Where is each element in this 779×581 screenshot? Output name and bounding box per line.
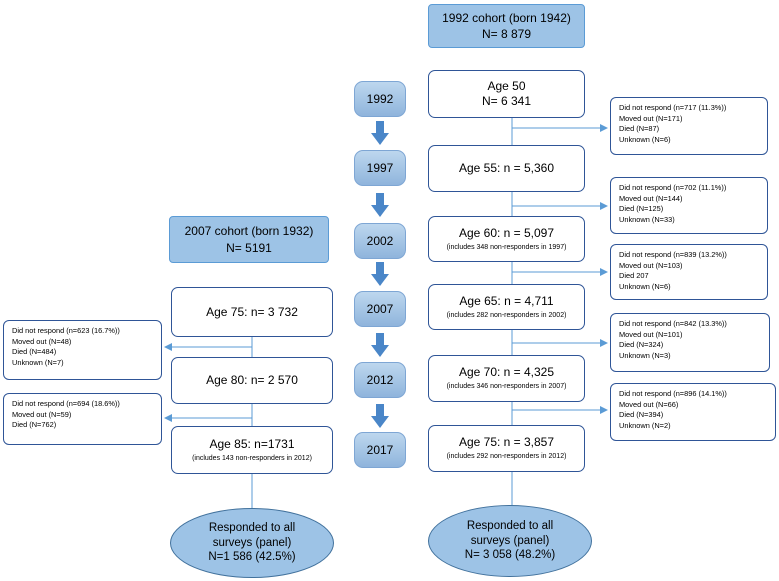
- attrition-box-2002: Did not respond (n=702 (11.1%)) Moved ou…: [610, 177, 768, 234]
- loss-moved-out: Moved out (N=103): [619, 260, 683, 270]
- cohort-2007-box: 2007 cohort (born 1932) N= 5191: [169, 216, 329, 263]
- panel-line-1: Responded to all: [208, 521, 296, 534]
- loss-died: Died (N=394): [619, 410, 664, 420]
- wave-box-2012-left: Age 80: n= 2 570: [171, 357, 333, 404]
- attrition-box-2017: Did not respond (n=896 (14.1%)) Moved ou…: [610, 383, 776, 441]
- down-arrow-icon: [371, 193, 389, 217]
- panel-line-2: surveys (panel): [470, 534, 550, 547]
- wave-note: (includes 348 non-responders in 1997): [446, 243, 567, 251]
- loss-nonresponse: Did not respond (n=702 (11.1%)): [619, 183, 727, 192]
- loss-moved-out: Moved out (N=144): [619, 193, 683, 203]
- wave-box-2017: Age 75: n = 3,857 (includes 292 non-resp…: [428, 425, 585, 472]
- cohort-1992-box: 1992 cohort (born 1942) N= 8 879: [428, 4, 585, 48]
- loss-moved-out: Moved out (N=171): [619, 113, 683, 123]
- loss-unknown: Unknown (N=6): [619, 281, 671, 291]
- year-1997: 1997: [354, 150, 406, 186]
- attrition-box-2012-left: Did not respond (n=623 (16.7%)) Moved ou…: [3, 320, 162, 380]
- loss-unknown: Unknown (N=2): [619, 420, 671, 430]
- loss-moved-out: Moved out (N=66): [619, 399, 679, 409]
- wave-box-1992: Age 50 N= 6 341: [428, 70, 585, 118]
- wave-box-2012: Age 70: n = 4,325 (includes 346 non-resp…: [428, 355, 585, 402]
- cohort-1992-title: 1992 cohort (born 1942): [442, 10, 571, 25]
- loss-died: Died (N=762): [12, 420, 57, 430]
- year-2007: 2007: [354, 291, 406, 327]
- wave-age-label: Age 55: n = 5,360: [458, 161, 555, 175]
- wave-age-label: Age 75: n = 3,857: [458, 435, 555, 450]
- down-arrow-icon: [371, 333, 389, 357]
- wave-box-2002: Age 60: n = 5,097 (includes 348 non-resp…: [428, 216, 585, 262]
- loss-died: Died (N=125): [619, 204, 664, 214]
- loss-unknown: Unknown (N=33): [619, 214, 675, 224]
- wave-note: (includes 292 non-responders in 2012): [446, 453, 567, 461]
- loss-nonresponse: Did not respond (n=842 (13.3%)): [619, 319, 727, 328]
- attrition-box-2012: Did not respond (n=842 (13.3%)) Moved ou…: [610, 313, 770, 372]
- loss-moved-out: Moved out (N=59): [12, 409, 72, 419]
- loss-died: Died (N=324): [619, 340, 664, 350]
- down-arrow-icon: [371, 121, 389, 145]
- panel-line-3: N= 3 058 (48.2%): [464, 549, 556, 562]
- wave-note: (includes 282 non-responders in 2002): [446, 311, 567, 319]
- wave-count-label: N= 6 341: [481, 94, 532, 108]
- wave-box-1997: Age 55: n = 5,360: [428, 145, 585, 192]
- panel-line-3: N=1 586 (42.5%): [208, 551, 296, 564]
- wave-age-label: Age 85: n=1731: [209, 436, 295, 451]
- panel-ellipse-left: Responded to all surveys (panel) N=1 586…: [170, 508, 334, 578]
- wave-box-2007-left: Age 75: n= 3 732: [171, 287, 333, 337]
- attrition-box-2017-left: Did not respond (n=694 (18.6%)) Moved ou…: [3, 393, 162, 445]
- wave-age-label: Age 50: [487, 79, 526, 93]
- attrition-box-2007: Did not respond (n=839 (13.2%)) Moved ou…: [610, 244, 768, 300]
- loss-died: Died 207: [619, 271, 649, 281]
- wave-box-2007: Age 65: n = 4,711 (includes 282 non-resp…: [428, 284, 585, 330]
- wave-note: (includes 143 non-responders in 2012): [192, 454, 312, 462]
- wave-age-label: Age 65: n = 4,711: [459, 293, 554, 308]
- loss-nonresponse: Did not respond (n=839 (13.2%)): [619, 250, 727, 259]
- panel-line-2: surveys (panel): [212, 536, 292, 549]
- down-arrow-icon: [371, 262, 389, 286]
- wave-age-label: Age 80: n= 2 570: [206, 373, 298, 387]
- wave-box-2017-left: Age 85: n=1731 (includes 143 non-respond…: [171, 426, 333, 474]
- year-2017: 2017: [354, 432, 406, 468]
- loss-died: Died (N=87): [619, 124, 660, 134]
- loss-nonresponse: Did not respond (n=896 (14.1%)): [619, 389, 727, 398]
- attrition-box-1997: Did not respond (n=717 (11.3%)) Moved ou…: [610, 97, 768, 155]
- loss-nonresponse: Did not respond (n=623 (16.7%)): [12, 326, 120, 335]
- wave-age-label: Age 75: n= 3 732: [206, 304, 298, 319]
- loss-unknown: Unknown (N=3): [619, 350, 671, 360]
- wave-note: (includes 346 non-responders in 2007): [446, 383, 567, 391]
- loss-moved-out: Moved out (N=48): [12, 336, 72, 346]
- cohort-2007-title: 2007 cohort (born 1932): [184, 224, 314, 239]
- wave-age-label: Age 60: n = 5,097: [458, 225, 555, 240]
- loss-nonresponse: Did not respond (n=694 (18.6%)): [12, 399, 120, 408]
- panel-line-1: Responded to all: [466, 519, 554, 532]
- loss-died: Died (N=484): [12, 347, 57, 357]
- panel-ellipse-right: Responded to all surveys (panel) N= 3 05…: [428, 505, 592, 577]
- loss-unknown: Unknown (N=6): [619, 134, 671, 144]
- cohort-2007-count: N= 5191: [226, 240, 272, 255]
- loss-nonresponse: Did not respond (n=717 (11.3%)): [619, 103, 727, 112]
- loss-unknown: Unknown (N=7): [12, 357, 64, 367]
- year-2002: 2002: [354, 223, 406, 259]
- cohort-1992-count: N= 8 879: [481, 27, 532, 41]
- loss-moved-out: Moved out (N=101): [619, 329, 683, 339]
- year-2012: 2012: [354, 362, 406, 398]
- down-arrow-icon: [371, 404, 389, 428]
- year-1992: 1992: [354, 81, 406, 117]
- wave-age-label: Age 70: n = 4,325: [458, 365, 555, 380]
